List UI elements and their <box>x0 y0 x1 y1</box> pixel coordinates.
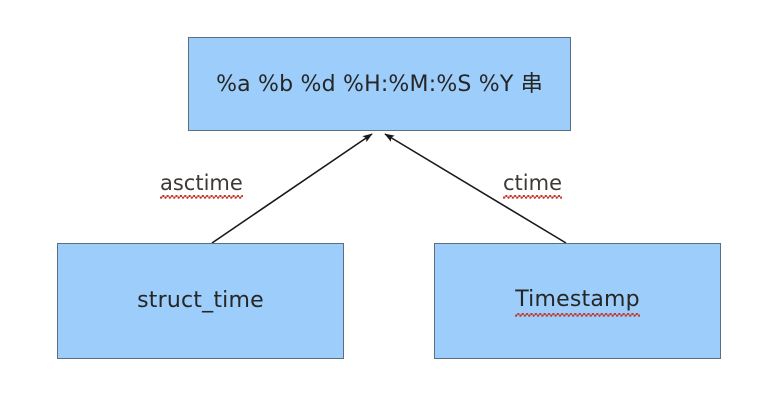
node-struct-time-label: struct_time <box>137 287 264 313</box>
node-timestamp[interactable]: Timestamp <box>434 243 721 359</box>
node-format-string[interactable]: %a %b %d %H:%M:%S %Y 串 <box>188 37 571 131</box>
edge-label-ctime: ctime <box>503 171 562 200</box>
edge-label-ctime-text: ctime <box>503 171 562 200</box>
edge-label-asctime-text: asctime <box>160 171 243 200</box>
edge-label-asctime: asctime <box>160 171 243 200</box>
node-struct-time[interactable]: struct_time <box>57 243 344 359</box>
node-timestamp-label: Timestamp <box>515 287 640 317</box>
node-format-string-label: %a %b %d %H:%M:%S %Y 串 <box>216 71 543 97</box>
